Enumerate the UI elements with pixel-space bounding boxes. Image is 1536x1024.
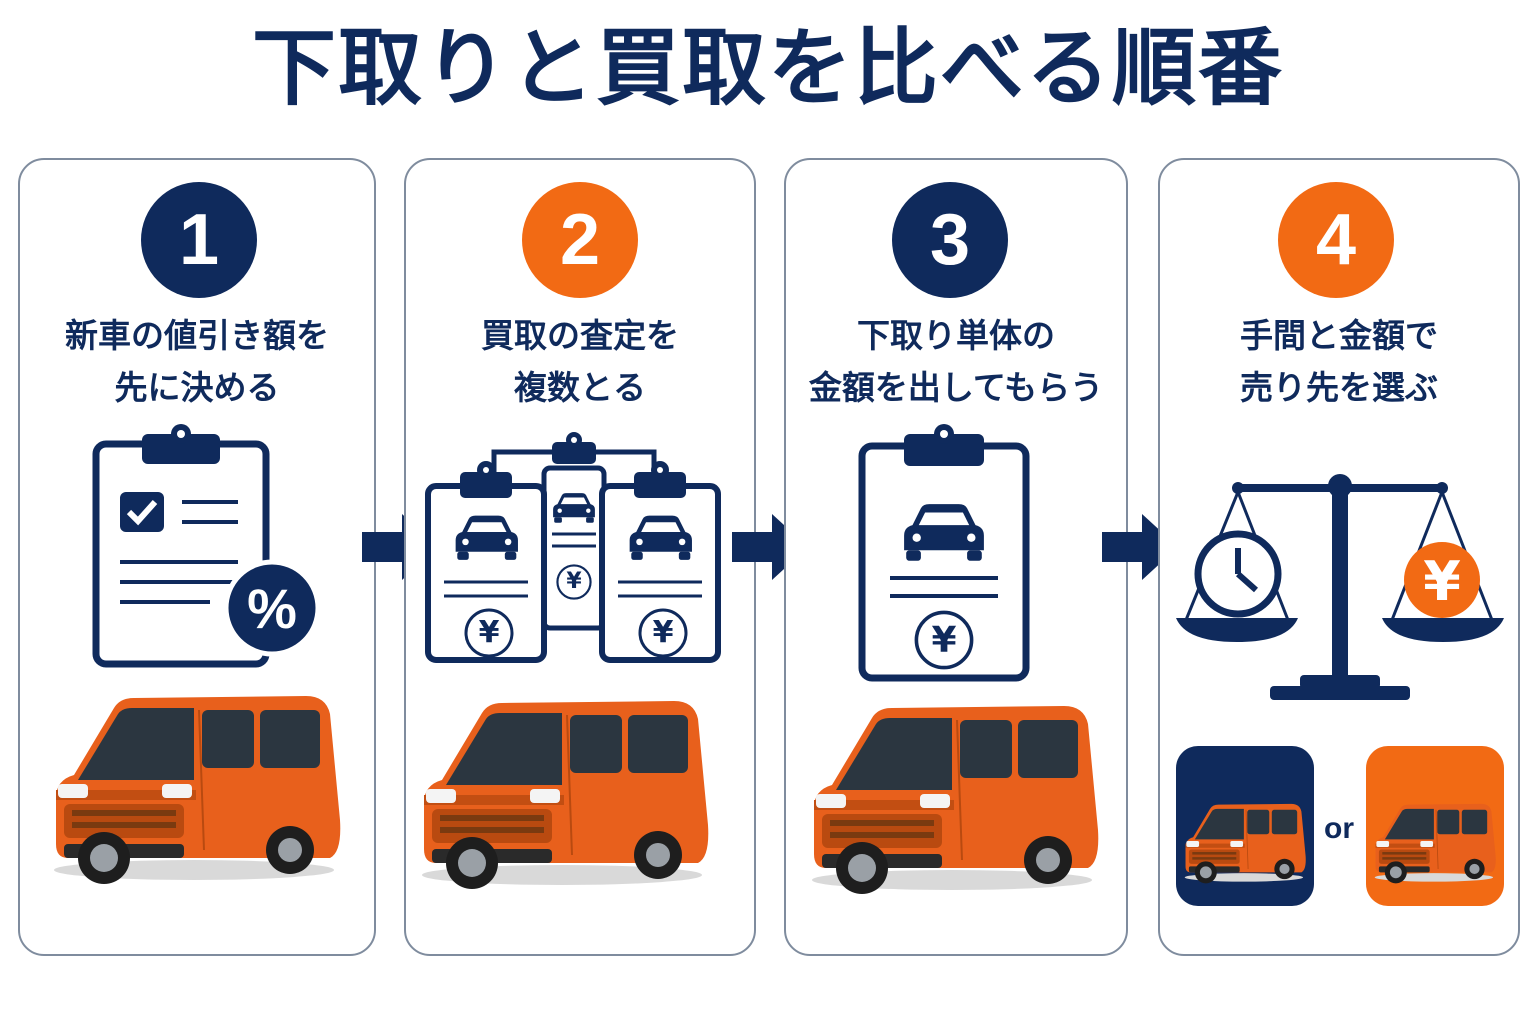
orange-van-image: [1184, 803, 1307, 884]
step-description: 新車の値引き額を 先に決める: [30, 310, 364, 414]
step-card-2: 2 買取の査定を 複数とる ¥ ¥ ¥: [404, 158, 756, 956]
orange-van-image: [811, 705, 1100, 895]
step-number-badge: 2: [522, 182, 638, 298]
yen-icon: ¥: [566, 569, 582, 594]
option-tile-orange: [1366, 746, 1504, 906]
orange-van-image: [421, 700, 710, 890]
step-number-badge: 4: [1278, 182, 1394, 298]
step-line-2: 複数とる: [514, 368, 646, 407]
orange-van-image: [53, 695, 342, 885]
step-card-1: 1 新車の値引き額を 先に決める %: [18, 158, 376, 956]
step-card-4: 4 手間と金額で 売り先を選ぶ ¥ or: [1158, 158, 1520, 956]
step-number-badge: 3: [892, 182, 1008, 298]
step-line-1: 下取り単体の: [857, 316, 1055, 355]
yen-icon: ¥: [653, 615, 674, 650]
yen-icon: ¥: [479, 615, 500, 650]
step-line-2: 売り先を選ぶ: [1240, 368, 1438, 407]
step-description: 下取り単体の 金額を出してもらう: [796, 310, 1116, 414]
step-line-1: 手間と金額で: [1240, 316, 1438, 355]
step-number-badge: 1: [141, 182, 257, 298]
yen-icon: ¥: [1423, 550, 1461, 613]
page-title: 下取りと買取を比べる順番: [251, 19, 1284, 117]
percent-icon: %: [247, 577, 297, 640]
step-description: 手間と金額で 売り先を選ぶ: [1170, 310, 1508, 414]
step-line-2: 金額を出してもらう: [808, 368, 1104, 407]
step-card-3: 3 下取り単体の 金額を出してもらう ¥: [784, 158, 1128, 956]
step-line-2: 先に決める: [114, 368, 280, 407]
orange-van-image: [1374, 803, 1497, 884]
step-line-1: 新車の値引き額を: [65, 316, 329, 355]
step-line-1: 買取の査定を: [481, 316, 679, 355]
or-label: or: [1324, 812, 1354, 845]
balance-scale-icon: ¥: [1176, 474, 1504, 700]
multiple-quotes-icon: ¥ ¥ ¥: [425, 432, 721, 663]
option-tile-navy: [1176, 746, 1314, 906]
yen-icon: ¥: [931, 620, 956, 661]
clipboard-quote-icon: ¥: [858, 424, 1030, 682]
step-description: 買取の査定を 複数とる: [416, 310, 744, 414]
clipboard-checklist-icon: %: [92, 424, 321, 668]
